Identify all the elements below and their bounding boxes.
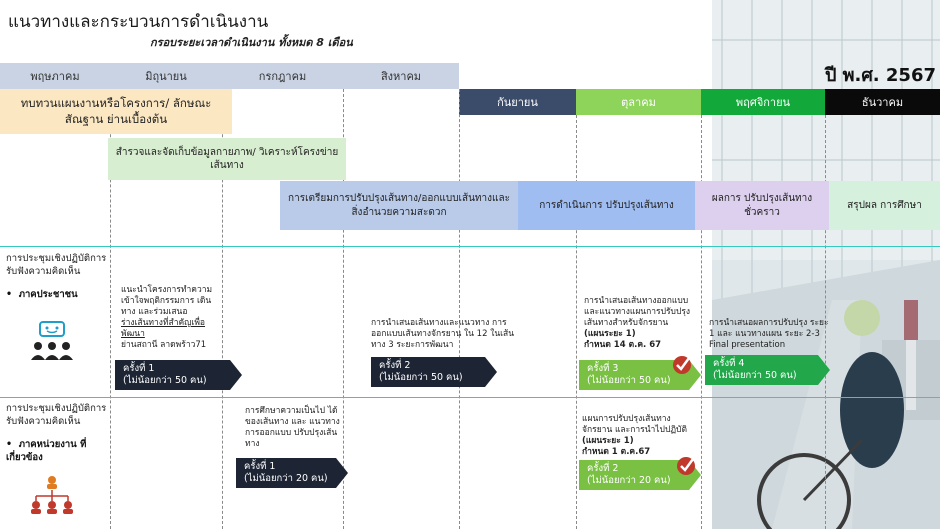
phase-review: ทบทวนแผนงานหรือโครงการ/ ลักษณะสัณฐาน ย่า… xyxy=(0,89,232,134)
phase-conclusion: สรุปผล การศึกษา xyxy=(829,181,940,230)
agency-meeting-1-arrow: ครั้งที่ 1 (ไม่น้อยกว่า 20 คน) xyxy=(236,458,348,488)
note-text: (แผนระยะ 1) xyxy=(584,329,636,340)
month-may: พฤษภาคม xyxy=(30,70,80,83)
cyclist-photo xyxy=(712,0,940,529)
section-divider xyxy=(0,397,940,398)
note-text: การนำเสนอเส้นทางออกแบบ และแนวทางแผนการปร… xyxy=(584,296,691,329)
note-text: แผนการปรับปรุงเส้นทาง จักรยาน และการนำไป… xyxy=(582,414,687,436)
meeting-label: ครั้งที่ 2 xyxy=(379,360,411,371)
meeting-count: (ไม่น้อยกว่า 50 คน) xyxy=(123,374,207,386)
checkmark-icon xyxy=(675,455,697,477)
divider xyxy=(459,89,460,529)
meeting-count: (ไม่น้อยกว่า 50 คน) xyxy=(713,369,797,381)
section-public-label: ภาคประชาชน xyxy=(18,289,78,300)
divider xyxy=(343,89,344,529)
note-text: แนะนำโครงการทำความ เข้าใจพฤติกรรมการ เดิ… xyxy=(121,285,213,318)
note-text: กำหนด 1 ต.ค.67 xyxy=(582,447,651,458)
note-text: การนำเสนอผลการปรับปรุง ระยะ 1 และ แนวทาง… xyxy=(709,318,829,340)
month-august: สิงหาคม xyxy=(380,70,422,83)
section-agency-label: ภาคหน่วยงาน ที่เกี่ยวข้อง xyxy=(6,439,87,463)
meeting-label: ครั้งที่ 3 xyxy=(587,363,619,374)
note-text: Final presentation xyxy=(709,340,786,351)
meeting-2-arrow: ครั้งที่ 2 (ไม่น้อยกว่า 50 คน) xyxy=(371,357,497,387)
divider xyxy=(825,115,826,529)
speech-people-icon xyxy=(28,320,76,366)
note-meeting-3: การนำเสนอเส้นทางออกแบบ และแนวทางแผนการปร… xyxy=(584,296,706,351)
section-agency-title: การประชุมเชิงปฏิบัติการ รับฟังความคิดเห็… xyxy=(6,403,107,427)
meeting-label: ครั้งที่ 4 xyxy=(713,358,745,369)
month-june: มิถุนายน xyxy=(145,70,187,83)
meeting-1-arrow: ครั้งที่ 1 (ไม่น้อยกว่า 50 คน) xyxy=(115,360,242,390)
page-title: แนวทางและกระบวนการดำเนินงาน xyxy=(8,12,269,32)
month-july: กรกฎาคม xyxy=(258,70,307,83)
note-agency-1: การศึกษาความเป็นไป ได้ของเส้นทาง และ แนว… xyxy=(245,406,340,450)
section-public-bullet: • ภาคประชาชน xyxy=(6,289,78,300)
year-label: ปี พ.ศ. 2567 xyxy=(824,65,936,86)
phase-preparation: การเตรียมการปรับปรุงเส้นทาง/ออกแบบเส้นทา… xyxy=(280,181,518,230)
page-subtitle: กรอบระยะเวลาดำเนินงาน ทั้งหมด 8 เดือน xyxy=(150,36,353,49)
meeting-label: ครั้งที่ 1 xyxy=(123,363,155,374)
meeting-4-arrow: ครั้งที่ 4 (ไม่น้อยกว่า 50 คน) xyxy=(705,355,830,385)
divider xyxy=(576,115,577,529)
note-text: ย่านสถานี ลาดพร้าว71 xyxy=(121,340,207,351)
agency-meeting-2-arrow: ครั้งที่ 2 (ไม่น้อยกว่า 20 คน) xyxy=(579,460,701,490)
meeting-count: (ไม่น้อยกว่า 20 คน) xyxy=(587,474,671,486)
note-meeting-1: แนะนำโครงการทำความ เข้าใจพฤติกรรมการ เดิ… xyxy=(121,285,225,351)
meeting-count: (ไม่น้อยกว่า 50 คน) xyxy=(379,371,463,383)
divider xyxy=(110,89,111,529)
section-public-title: การประชุมเชิงปฏิบัติการ รับฟังความคิดเห็… xyxy=(6,253,107,277)
month-october: ตุลาคม xyxy=(576,89,701,115)
section-divider xyxy=(0,246,940,247)
note-text: ร่างเส้นทางที่สำคัญเพื่อ พัฒนา xyxy=(121,318,206,340)
meeting-count: (ไม่น้อยกว่า 50 คน) xyxy=(587,374,671,386)
month-december: ธันวาคม xyxy=(825,89,940,115)
section-agency-bullet: • ภาคหน่วยงาน ที่เกี่ยวข้อง xyxy=(6,439,87,463)
divider xyxy=(701,115,702,529)
month-september: กันยายน xyxy=(459,89,576,115)
note-agency-2: แผนการปรับปรุงเส้นทาง จักรยาน และการนำไป… xyxy=(582,414,700,458)
phase-temporary-result: ผลการ ปรับปรุงเส้นทางชั่วคราว xyxy=(695,181,829,230)
month-header-bar xyxy=(0,63,459,89)
meeting-label: ครั้งที่ 2 xyxy=(587,463,619,474)
meeting-count: (ไม่น้อยกว่า 20 คน) xyxy=(244,472,328,484)
phase-survey: สำรวจและจัดเก็บข้อมูลกายภาพ/ วิเคราะห์โค… xyxy=(108,138,346,180)
month-november: พฤศจิกายน xyxy=(701,89,825,115)
note-meeting-4: การนำเสนอผลการปรับปรุง ระยะ 1 และ แนวทาง… xyxy=(709,318,831,351)
note-meeting-2: การนำเสนอเส้นทางและแนวทาง การออกแบบเส้นท… xyxy=(371,318,515,351)
note-text: (แผนระยะ 1) xyxy=(582,436,634,447)
org-chart-icon xyxy=(27,474,77,516)
phase-implementation: การดำเนินการ ปรับปรุงเส้นทาง xyxy=(518,181,695,230)
meeting-label: ครั้งที่ 1 xyxy=(244,461,276,472)
note-text: กำหนด 14 ต.ค. 67 xyxy=(584,340,662,351)
divider xyxy=(222,89,223,529)
checkmark-icon xyxy=(671,354,693,376)
